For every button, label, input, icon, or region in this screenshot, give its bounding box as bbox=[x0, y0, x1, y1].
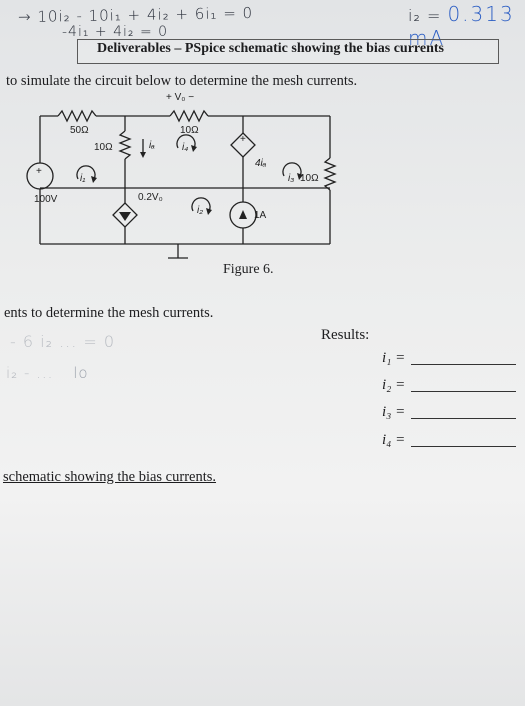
results-title: Results: bbox=[321, 327, 370, 343]
deliverables-text: Deliverables – PSpice schematic showing … bbox=[97, 41, 444, 56]
figure-caption: Figure 6. bbox=[223, 262, 274, 277]
label-i2: i₂ bbox=[197, 205, 203, 216]
circuit-diagram: + V₀ − 50Ω 10Ω 10Ω iₐ i₄ + 4iₐ i₃ 10Ω + … bbox=[26, 92, 337, 259]
resistor-10-ohm-right bbox=[323, 157, 337, 191]
faded-handwriting-2-right: lo bbox=[73, 364, 89, 382]
schematic-text: schematic showing the bias currents. bbox=[3, 469, 217, 485]
faded-handwriting-2: i₂ - ... lo bbox=[6, 364, 89, 382]
deliverables-box bbox=[77, 39, 499, 64]
label-100v: 100V bbox=[34, 194, 58, 205]
i2-value: 0.313 mA bbox=[408, 2, 515, 50]
faded-handwriting-1: - 6 i₂ ... = 0 bbox=[10, 332, 116, 351]
result-label-i3: i₃ = bbox=[382, 404, 406, 420]
result-row-i2: i₂ = bbox=[382, 377, 517, 394]
result-label-i4: i₄ = bbox=[382, 432, 406, 448]
label-plus-vsrc: + bbox=[36, 166, 42, 177]
resistor-10-ohm-top bbox=[169, 109, 209, 123]
label-i1: i₁ bbox=[80, 173, 85, 184]
label-1a: 1A bbox=[254, 210, 267, 221]
handwritten-equation-2: -4i₁ + 4i₂ = 0 bbox=[62, 24, 169, 40]
label-vo: + V₀ − bbox=[166, 92, 194, 103]
label-50-ohm: 50Ω bbox=[70, 125, 89, 136]
resistor-50-ohm bbox=[57, 109, 97, 123]
result-label-i1: i₁ = bbox=[382, 350, 406, 366]
result-row-i3: i₃ = bbox=[382, 404, 517, 421]
label-ia: iₐ bbox=[149, 140, 155, 151]
answer-line bbox=[411, 446, 517, 447]
result-label-i2: i₂ = bbox=[382, 377, 406, 393]
label-4ia: 4iₐ bbox=[255, 158, 267, 169]
label-plus-dep: + bbox=[240, 134, 246, 145]
mesh-instruction-text: ents to determine the mesh currents. bbox=[4, 305, 214, 321]
answer-line bbox=[411, 364, 517, 365]
label-10-ohm-top: 10Ω bbox=[180, 125, 199, 136]
voltage-source-100v bbox=[26, 162, 54, 190]
faded-handwriting-2-left: i₂ - ... bbox=[6, 364, 54, 382]
label-0.2vo: 0.2V₀ bbox=[138, 192, 163, 203]
label-10-ohm-right: 10Ω bbox=[300, 173, 319, 184]
label-i4: i₄ bbox=[182, 142, 188, 153]
result-row-i1: i₁ = bbox=[382, 350, 517, 367]
label-10-ohm-mid: 10Ω bbox=[94, 142, 113, 153]
handwritten-i2-answer: i₂ = 0.313 mA bbox=[408, 2, 525, 50]
answer-line bbox=[411, 391, 517, 392]
i2-label: i₂ = bbox=[408, 6, 442, 25]
label-i3: i₃ bbox=[288, 173, 294, 184]
resistor-10-ohm-mid bbox=[118, 130, 132, 160]
instruction-text: to simulate the circuit below to determi… bbox=[6, 73, 358, 89]
result-row-i4: i₄ = bbox=[382, 432, 517, 449]
answer-line bbox=[411, 418, 517, 419]
